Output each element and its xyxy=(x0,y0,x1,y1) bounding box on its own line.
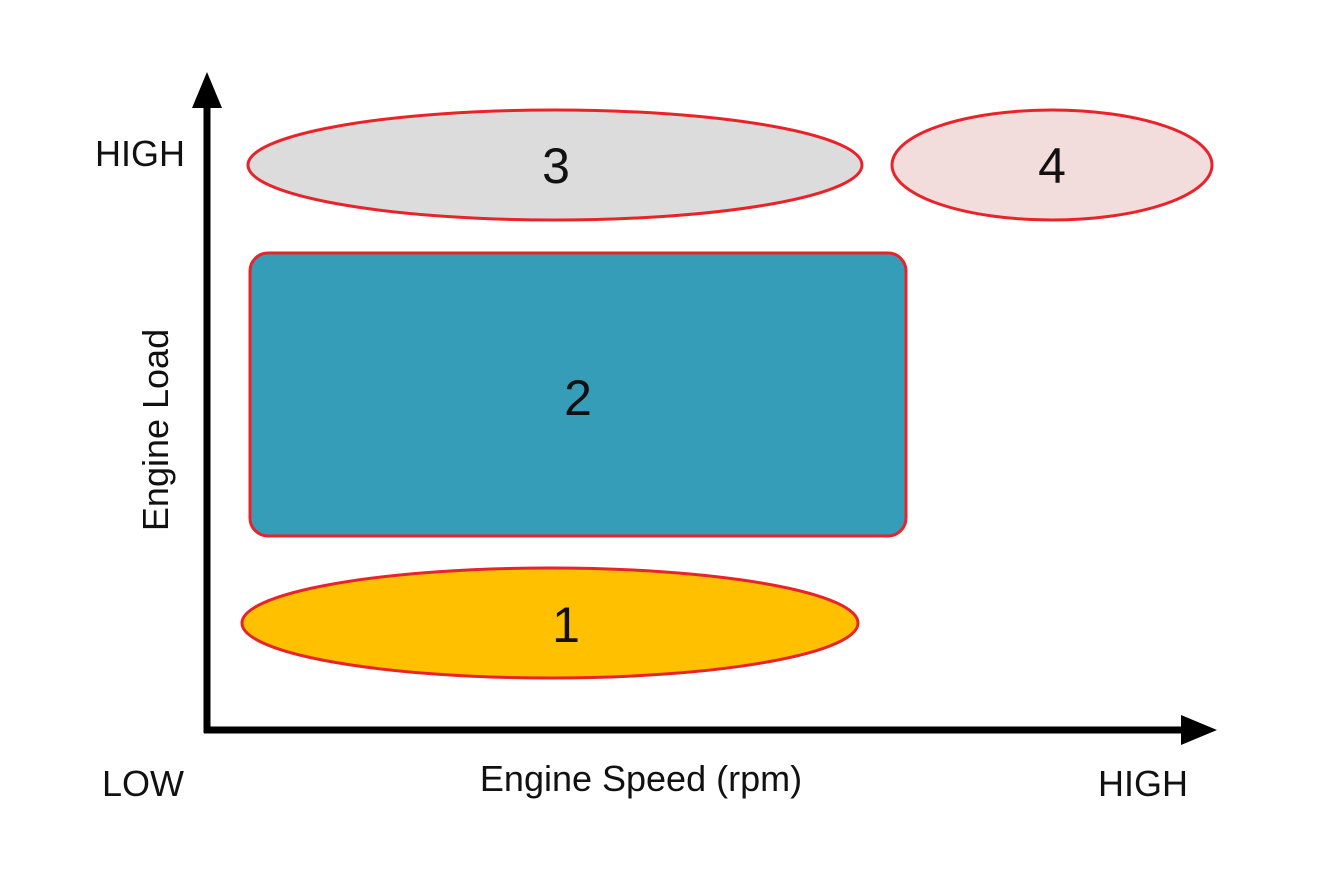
x-axis-arrow-icon xyxy=(1181,715,1217,745)
region-4-label: 4 xyxy=(1038,138,1066,194)
region-3-label: 3 xyxy=(542,138,570,194)
region-2-box xyxy=(248,251,908,538)
region-3-ellipse xyxy=(246,108,864,222)
region-4-ellipse xyxy=(890,108,1214,222)
y-axis-high-label: HIGH xyxy=(95,133,185,174)
x-axis-low-label: LOW xyxy=(102,763,184,804)
y-axis-arrow-icon xyxy=(192,72,222,108)
region-2-label: 2 xyxy=(564,370,592,426)
y-axis-title: Engine Load xyxy=(135,329,176,531)
x-axis-high-label: HIGH xyxy=(1098,763,1188,804)
region-1-label: 1 xyxy=(552,597,580,653)
x-axis-title: Engine Speed (rpm) xyxy=(480,758,802,799)
region-1-ellipse xyxy=(240,566,860,680)
